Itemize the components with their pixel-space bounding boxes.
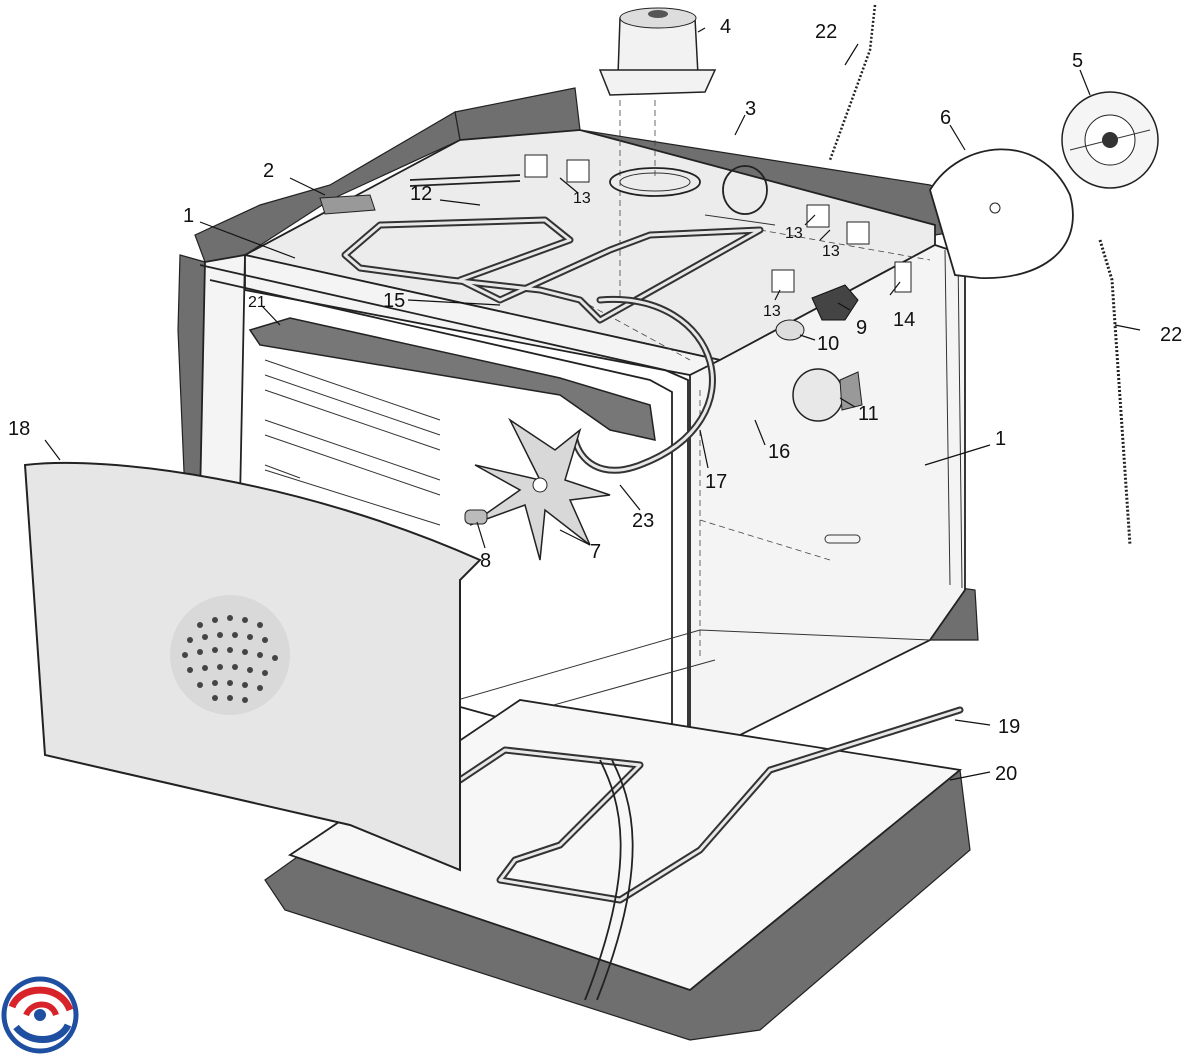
lamp-parts xyxy=(775,284,863,422)
label-8: 8 xyxy=(480,550,491,572)
label-21: 21 xyxy=(248,294,266,311)
label-1-right: 1 xyxy=(995,428,1006,450)
label-10: 10 xyxy=(817,333,839,355)
terminals xyxy=(524,154,912,293)
label-5: 5 xyxy=(1072,50,1083,72)
label-13-top: 13 xyxy=(573,190,591,207)
label-16: 16 xyxy=(768,441,790,463)
label-6: 6 xyxy=(940,107,951,129)
part-labels: 1 1 2 3 4 5 6 7 8 9 10 11 12 13 13 13 13… xyxy=(8,16,1182,785)
label-4: 4 xyxy=(720,16,731,38)
label-2: 2 xyxy=(263,160,274,182)
label-9: 9 xyxy=(856,317,867,339)
label-22-right: 22 xyxy=(1160,324,1182,346)
leader-lines xyxy=(44,27,1141,781)
top-heating-element xyxy=(341,174,764,324)
swirl-logo-icon xyxy=(1,976,79,1054)
cooling-fan-motor xyxy=(598,7,717,96)
label-20: 20 xyxy=(995,763,1017,785)
label-1-left: 1 xyxy=(183,205,194,227)
insulation-top-back xyxy=(177,87,979,641)
label-18: 18 xyxy=(8,418,30,440)
label-7: 7 xyxy=(590,541,601,563)
label-12: 12 xyxy=(410,183,432,205)
label-11: 11 xyxy=(858,403,879,425)
back-plate xyxy=(929,148,1074,279)
spring-right xyxy=(1098,239,1132,546)
label-14: 14 xyxy=(893,309,915,331)
label-13-right: 13 xyxy=(822,243,840,260)
oven-cavity xyxy=(199,100,966,826)
circular-fan-element xyxy=(571,296,716,474)
oven-door xyxy=(23,461,482,872)
door-vent-pattern xyxy=(182,615,278,703)
rear-fan-motor xyxy=(1061,91,1159,189)
label-22-top: 22 xyxy=(815,21,837,43)
label-19: 19 xyxy=(998,716,1020,738)
label-13-low: 13 xyxy=(763,303,781,320)
fan-blade xyxy=(464,417,611,561)
label-13-mid: 13 xyxy=(785,225,803,242)
label-17: 17 xyxy=(705,471,727,493)
label-15: 15 xyxy=(383,290,405,312)
label-23: 23 xyxy=(632,510,654,532)
shield-strip xyxy=(319,194,376,215)
spring-top xyxy=(828,4,877,161)
front-bracket xyxy=(248,317,656,441)
label-3: 3 xyxy=(745,98,756,120)
